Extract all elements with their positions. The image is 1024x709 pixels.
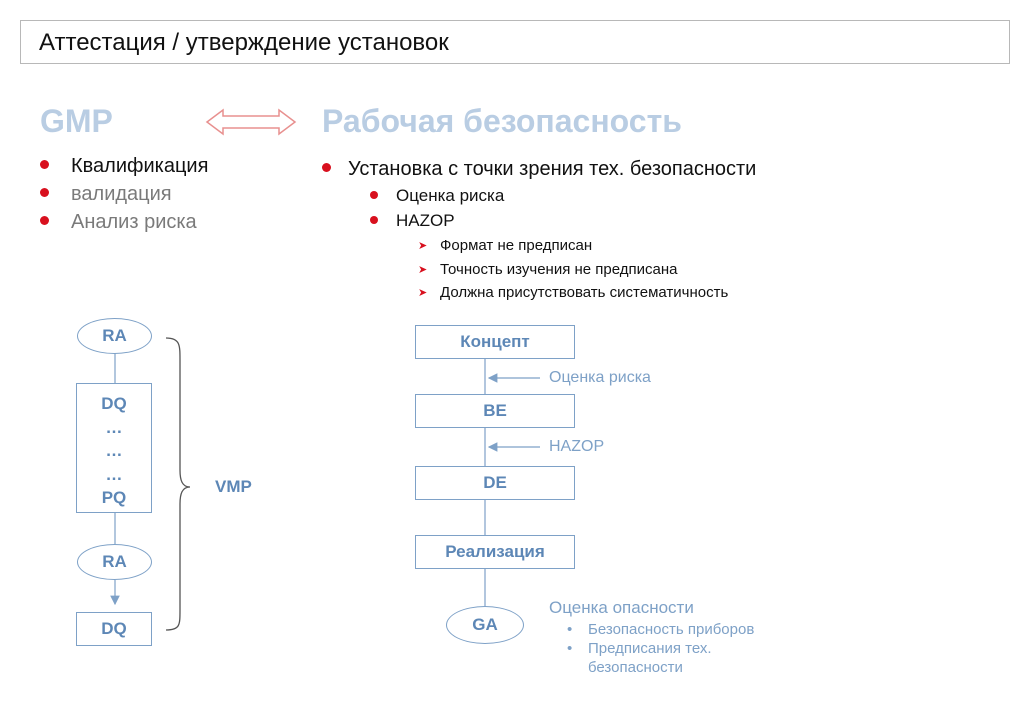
hazard-item-devices: • Безопасность приборов bbox=[567, 621, 754, 638]
pq-label: PQ bbox=[101, 488, 127, 507]
safety-main-item: Установка с точки зрения тех. безопаснос… bbox=[322, 158, 756, 181]
dot-bullet-icon: • bbox=[567, 621, 573, 638]
step-label: Концепт bbox=[460, 332, 530, 351]
arrow-bullet-icon: ➤ bbox=[418, 263, 428, 276]
safety-detail-format: ➤ Формат не предписан bbox=[418, 237, 592, 254]
dq-pq-box: DQ … … … PQ bbox=[76, 383, 152, 513]
vmp-label: VMP bbox=[215, 477, 252, 496]
safety-detail-label: Формат не предписан bbox=[440, 237, 593, 254]
hazard-item-regulations-cont: безопасности bbox=[588, 659, 683, 676]
step-label: Реализация bbox=[445, 542, 545, 561]
gmp-item-label: валидация bbox=[71, 183, 172, 205]
safety-heading: Рабочая безопасность bbox=[322, 103, 682, 139]
ra-top-label: RA bbox=[102, 326, 127, 345]
bullet-icon bbox=[40, 160, 49, 170]
ra-mid-label: RA bbox=[102, 552, 127, 571]
page-title: Аттестация / утверждение установок bbox=[39, 29, 449, 56]
dq-bottom-box: DQ bbox=[76, 612, 152, 646]
gmp-item-validation: валидация bbox=[40, 183, 172, 206]
ga-ellipse: GA bbox=[446, 606, 524, 644]
bullet-icon bbox=[370, 215, 378, 224]
safety-sub-item-risk: Оценка риска bbox=[370, 186, 504, 206]
ra-mid-ellipse: RA bbox=[77, 544, 152, 580]
safety-detail-precision: ➤ Точность изучения не предписана bbox=[418, 261, 678, 278]
ellipsis-label: … bbox=[105, 464, 123, 484]
dq-bottom-label: DQ bbox=[101, 619, 127, 638]
bullet-icon bbox=[40, 188, 49, 198]
safety-main-item-label: Установка с точки зрения тех. безопаснос… bbox=[348, 158, 757, 180]
safety-sub-item-label: HAZOP bbox=[396, 211, 455, 230]
step-label: DE bbox=[483, 473, 507, 492]
title-box: Аттестация / утверждение установок bbox=[20, 20, 1010, 64]
arrow-bullet-icon: ➤ bbox=[418, 239, 428, 252]
step-concept-box: Концепт bbox=[415, 325, 575, 359]
annotation-risk-assessment: Оценка риска bbox=[549, 369, 651, 386]
ga-label: GA bbox=[472, 615, 498, 634]
safety-detail-label: Точность изучения не предписана bbox=[440, 261, 678, 278]
safety-detail-label: Должна присутствовать систематичность bbox=[440, 284, 729, 301]
step-de-box: DE bbox=[415, 466, 575, 500]
ra-top-ellipse: RA bbox=[77, 318, 152, 354]
gmp-item-risk-analysis: Анализ риска bbox=[40, 211, 197, 234]
hazard-item-label: Предписания тех. bbox=[588, 640, 712, 657]
bullet-icon bbox=[370, 190, 378, 199]
safety-sub-item-hazop: HAZOP bbox=[370, 211, 455, 231]
safety-detail-systematic: ➤ Должна присутствовать систематичность bbox=[418, 284, 728, 301]
gmp-heading: GMP bbox=[40, 103, 113, 139]
gmp-item-label: Квалификация bbox=[71, 155, 209, 177]
safety-sub-item-label: Оценка риска bbox=[396, 186, 505, 205]
arrow-bullet-icon: ➤ bbox=[418, 286, 428, 299]
brace-shape bbox=[165, 337, 191, 631]
step-implementation-box: Реализация bbox=[415, 535, 575, 569]
ellipsis-label: … bbox=[105, 441, 123, 460]
gmp-item-label: Анализ риска bbox=[71, 211, 197, 233]
step-label: BE bbox=[483, 401, 507, 420]
gmp-item-qualification: Квалификация bbox=[40, 155, 208, 178]
hazard-assessment-heading: Оценка опасности bbox=[549, 598, 694, 617]
dq-label: DQ bbox=[101, 394, 127, 413]
hazard-item-regulations: • Предписания тех. bbox=[567, 640, 712, 657]
bullet-icon bbox=[322, 163, 331, 173]
hazard-item-label: Безопасность приборов bbox=[588, 621, 755, 638]
step-be-box: BE bbox=[415, 394, 575, 428]
annotation-hazop: HAZOP bbox=[549, 438, 605, 455]
ellipsis-label: … bbox=[105, 417, 123, 437]
dot-bullet-icon: • bbox=[567, 640, 573, 657]
bullet-icon bbox=[40, 216, 49, 226]
